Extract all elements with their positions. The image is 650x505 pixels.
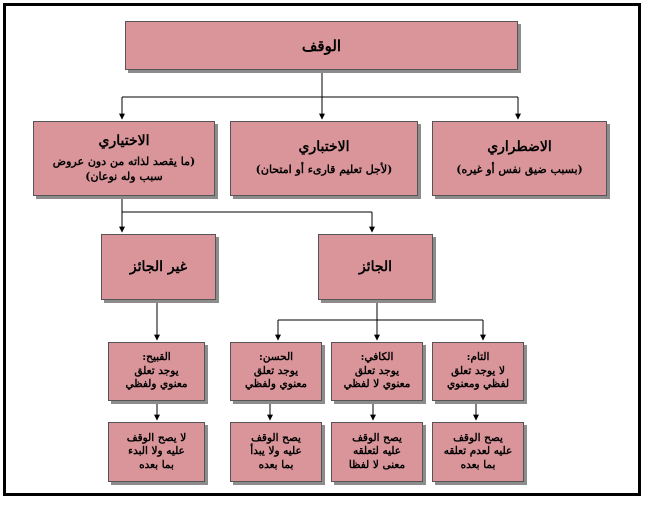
node-idtirari: الاضطراري (بسبب ضيق نفس أو غيره) [432,121,607,196]
node-qabih: القبيح: يوجد تعلق معنوي ولفظي [108,342,205,401]
node-qabih-line-3: معنوي ولفظي [125,378,188,391]
node-root-label: الوقف [301,36,342,55]
node-qabih-ruling-line-2: عليه ولا البدء [128,445,185,458]
node-tam-ruling: يصح الوقف عليه لعدم تعلقه بما بعده [432,422,524,482]
node-hasan-ruling-line-3: بما بعده [258,458,294,471]
node-hasan-ruling: يصح الوقف عليه ولا يبدأ بما بعده [230,422,322,482]
node-kafi-line-3: معنوي لا لفظي [343,378,411,391]
node-hasan-line-1: الحسن: [258,351,294,364]
node-ikhtibari: الاختباري (لأجل تعليم قارىء أو امتحان) [230,121,418,196]
node-tam-ruling-line-2: عليه لعدم تعلقه [443,445,513,458]
node-jaiz-label: الجائز [358,259,393,275]
node-tam-ruling-line-1: يصح الوقف [453,431,503,444]
node-qabih-line-1: القبيح: [142,351,171,364]
node-ikhtiyari-note: (ما يقصد لذاته من دون عروض سبب وله نوعان… [53,155,195,185]
node-ikhtiyari-note-line-2: سبب وله نوعان) [85,169,163,183]
node-idtirari-note: (بسبب ضيق نفس أو غيره) [456,163,583,177]
node-ikhtibari-note: (لأجل تعليم قارىء أو امتحان) [255,163,393,177]
node-idtirari-title: الاضطراري [487,139,552,156]
node-hasan-ruling-line-2: عليه ولا يبدأ [250,445,302,458]
node-hasan: الحسن: يوجد تعلق معنوي ولفظي [230,342,322,401]
node-jaiz: الجائز [318,234,433,300]
node-tam-line-1: التام: [466,351,490,364]
node-qabih-line-2: يوجد تعلق [134,364,179,377]
node-hasan-line-3: معنوي ولفظي [244,378,308,391]
node-tam-ruling-line-3: بما بعده [460,458,496,471]
node-tam-line-3: لفظي ومعنوي [446,378,510,391]
node-ikhtiyari-note-line-1: (ما يقصد لذاته من دون عروض [52,154,196,168]
node-tam: التام: لا يوجد تعلق لفظي ومعنوي [432,342,524,401]
node-ikhtibari-title: الاختباري [298,139,350,156]
node-tam-line-2: لا يوجد تعلق [451,364,505,377]
node-hasan-line-2: يوجد تعلق [253,364,299,377]
node-kafi-ruling: يصح الوقف عليه لتعلقه معنى لا لفظا [331,422,423,482]
node-kafi-ruling-line-1: يصح الوقف [352,431,402,444]
node-ghayr-jaiz: غير الجائز [101,234,216,300]
node-qabih-ruling-line-3: بما بعده [139,458,174,471]
node-kafi-ruling-line-2: عليه لتعلقه [352,445,402,458]
node-root-waqf: الوقف [125,21,518,70]
node-qabih-ruling-line-1: لا يصح الوقف [126,431,187,444]
node-ghayr-jaiz-label: غير الجائز [129,259,188,275]
node-kafi-ruling-line-3: معنى لا لفظا [348,458,406,471]
node-kafi-line-2: يوجد تعلق [354,364,400,377]
node-qabih-ruling: لا يصح الوقف عليه ولا البدء بما بعده [108,422,205,482]
node-kafi: الكافي: يوجد تعلق معنوي لا لفظي [331,342,423,401]
node-ikhtiyari-title: الاختياري [98,132,150,149]
node-kafi-line-1: الكافي: [360,351,394,364]
node-hasan-ruling-line-1: يصح الوقف [251,431,301,444]
node-ikhtiyari: الاختياري (ما يقصد لذاته من دون عروض سبب… [33,121,215,196]
